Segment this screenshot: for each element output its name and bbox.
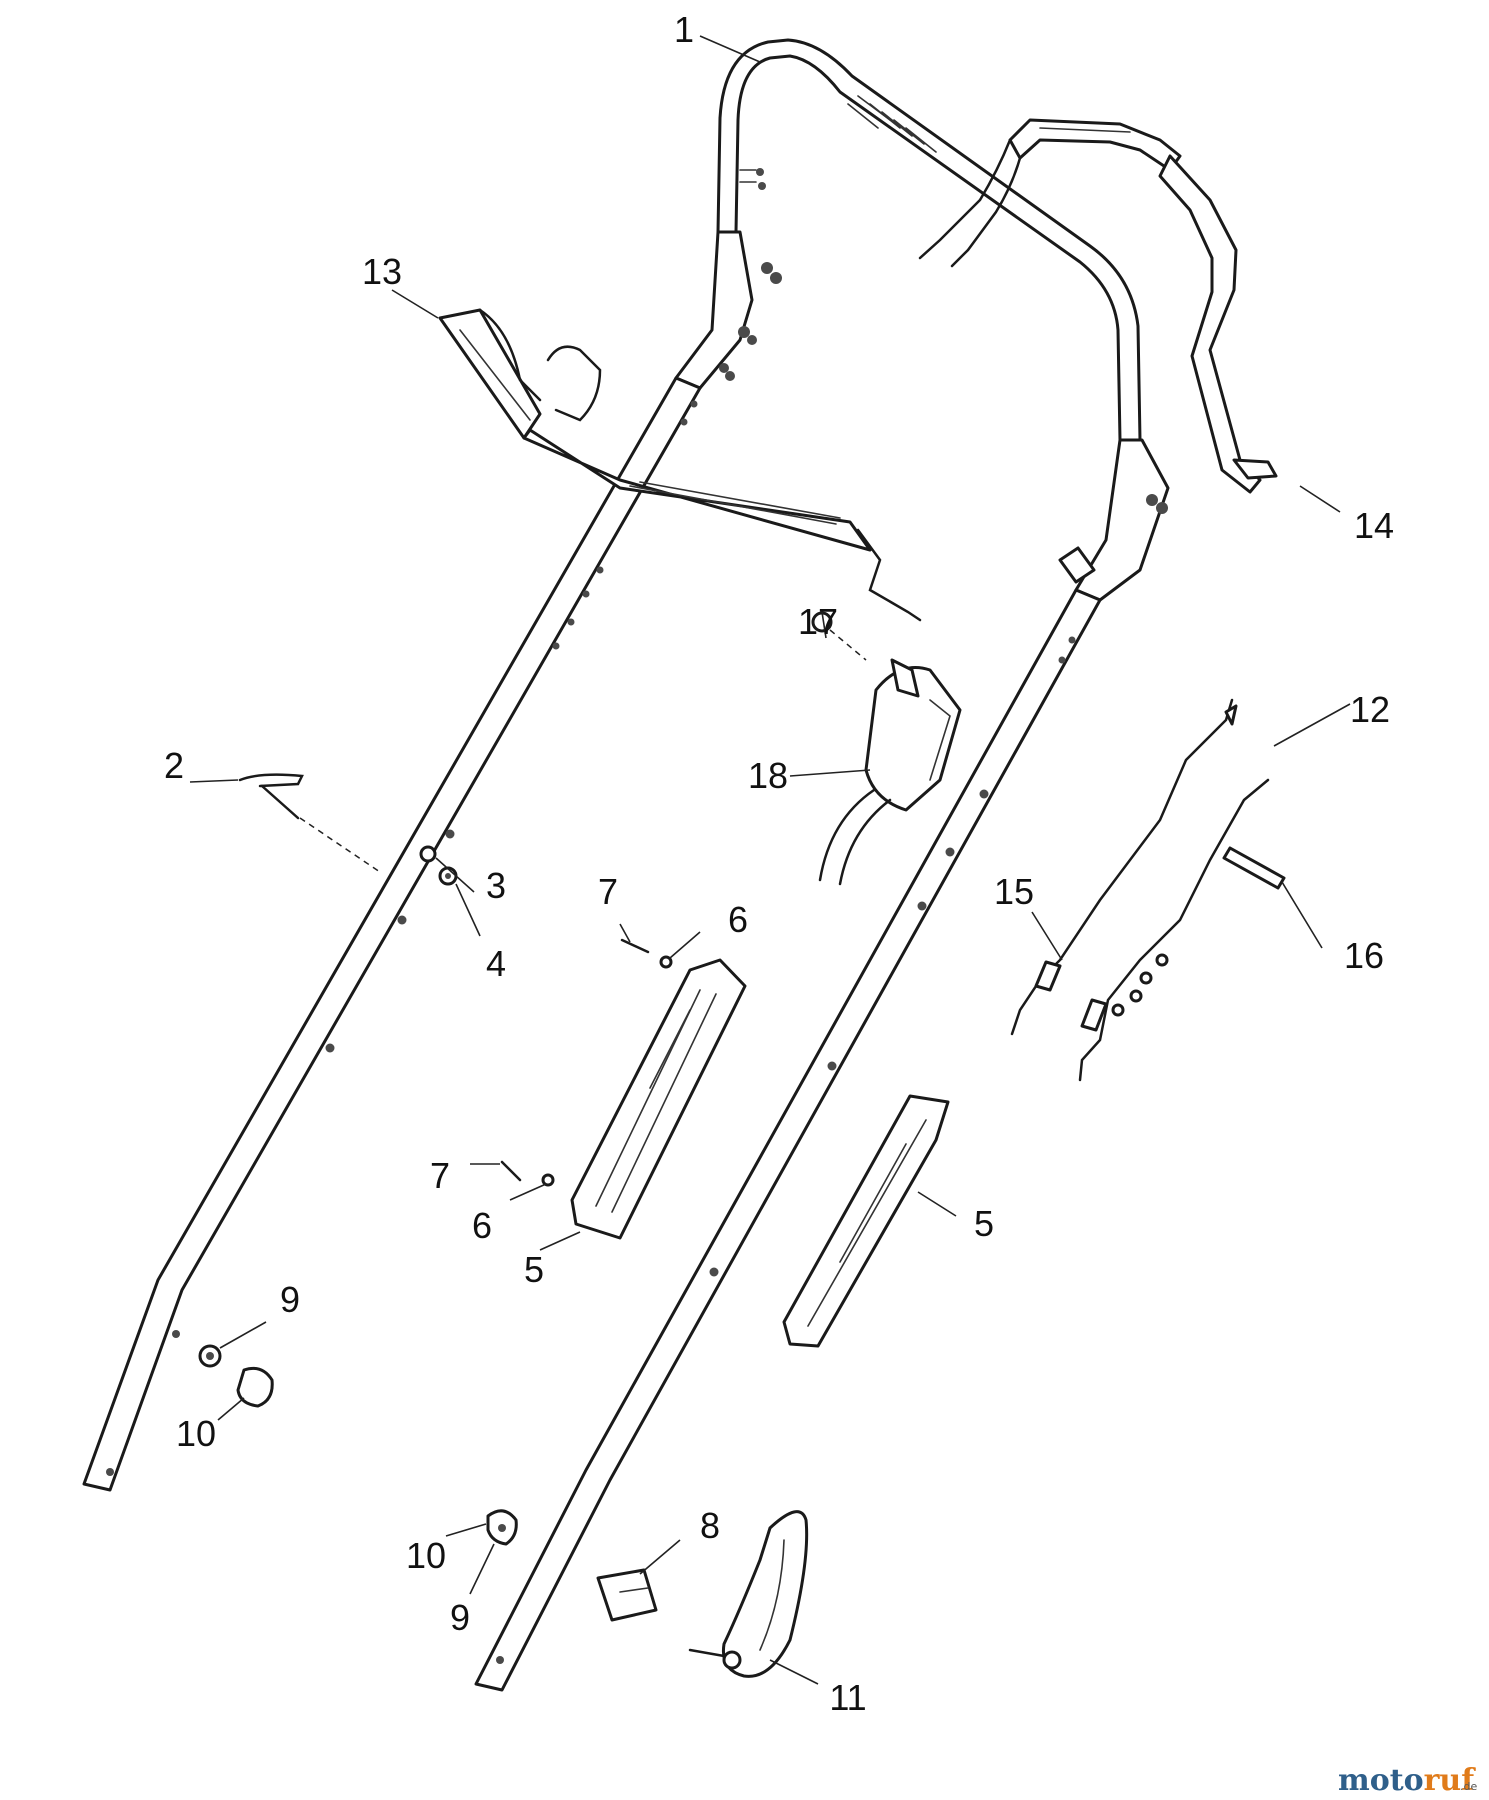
callout-5-left: 5 [524, 1249, 544, 1290]
callout-14: 14 [1354, 505, 1394, 546]
washer-nut-parts-3-4 [419, 845, 458, 886]
blade-lever-part-13 [438, 308, 922, 622]
upper-handle-part-1 [716, 38, 1142, 442]
callout-8: 8 [700, 1505, 720, 1546]
callout-7-lower: 7 [430, 1155, 450, 1196]
callout-4: 4 [486, 943, 506, 984]
cable-guide-part-5-right [782, 1094, 950, 1348]
bowden-cables-parts-12-15 [1010, 698, 1270, 1082]
lower-handle-left-tube [82, 376, 702, 1492]
bracket-part-11 [688, 1510, 809, 1678]
screw-washer-parts-6-7 [500, 938, 673, 1187]
leader-lines [189, 35, 1351, 1685]
callout-12: 12 [1350, 689, 1390, 730]
callout-10-left: 10 [176, 1413, 216, 1454]
cable-guide-part-5-left [570, 958, 747, 1240]
callout-labels: 1 2 3 4 5 5 5 6 6 7 7 8 9 9 10 10 11 12 … [164, 9, 1394, 1718]
callout-11: 11 [829, 1677, 866, 1718]
callout-6-upper: 6 [728, 899, 748, 940]
logo-suffix: .de [1460, 1780, 1477, 1793]
cable-clip-part-2 [238, 773, 381, 873]
callout-9-bottom: 9 [450, 1597, 470, 1638]
callout-6-lower: 6 [472, 1205, 492, 1246]
callout-1: 1 [674, 9, 694, 50]
upper-right-tube [1058, 438, 1170, 602]
drive-bail-part-14 [918, 118, 1278, 494]
knob-nut-parts-9-10-bottom [486, 1509, 518, 1546]
motoruf-watermark-logo: motoruf .de [1338, 1763, 1477, 1798]
callout-10-bottom: 10 [406, 1535, 446, 1576]
upper-left-tube [674, 230, 782, 390]
cable-housing-part-18 [811, 611, 962, 886]
callout-17: 17 [798, 601, 838, 642]
callout-15: 15 [994, 871, 1034, 912]
callout-16: 16 [1344, 935, 1384, 976]
knob-nut-parts-9-10-left [198, 1344, 274, 1408]
callout-7-upper: 7 [598, 871, 618, 912]
grip-rings [847, 95, 937, 153]
logo-text-part-2: ruf [1424, 1763, 1477, 1798]
svg-text:motoruf: motoruf [1338, 1763, 1476, 1798]
lever-bar-texture [629, 481, 841, 525]
callout-9-left: 9 [280, 1279, 300, 1320]
bolt-part-16 [1111, 846, 1286, 1017]
callout-3: 3 [486, 865, 506, 906]
cable-clamp-part-8 [596, 1568, 658, 1622]
logo-text-part-1: moto [1338, 1763, 1424, 1798]
lower-handle-right-tube [474, 588, 1102, 1692]
callout-13: 13 [362, 251, 402, 292]
callout-18: 18 [748, 755, 788, 796]
callout-2: 2 [164, 745, 184, 786]
callout-5-right: 5 [974, 1203, 994, 1244]
